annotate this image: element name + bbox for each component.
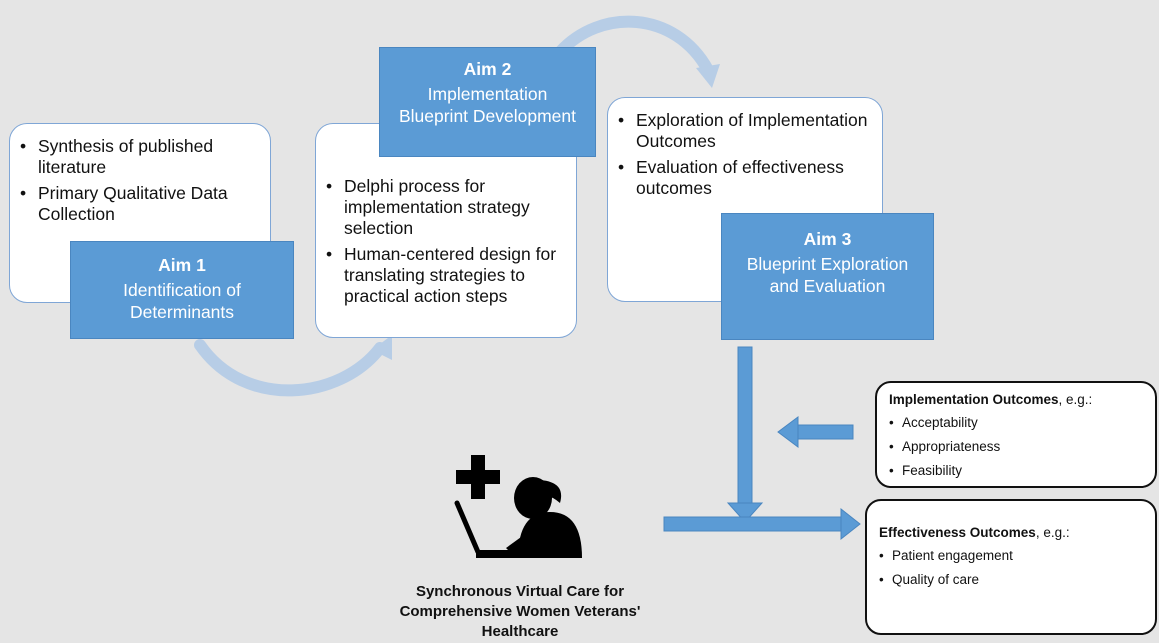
effectiveness-outcome-item: Patient engagement [879,544,1145,568]
effectiveness-outcomes-suffix: , e.g.: [1035,525,1070,540]
aim1-bullet-list: Synthesis of published literature Primar… [18,136,260,225]
telehealth-person-icon [454,455,582,558]
down-arrow-shaft [737,346,753,506]
aim3-bullet-0: Exploration of Implementation Outcomes [616,110,874,152]
implementation-outcome-item: Appropriateness [889,435,1145,459]
implementation-outcomes-suffix: , e.g.: [1058,392,1093,407]
aim3-bullet-1: Evaluation of effectiveness outcomes [616,157,874,199]
curved-arrow-bottom-head [372,335,392,360]
curved-arrow-top-head [696,64,720,88]
aim2-box: Aim 2 Implementation Blueprint Developme… [379,47,596,157]
curved-arrow-top [554,15,714,76]
aim1-title: Aim 1 [158,255,206,275]
implementation-outcome-item: Acceptability [889,411,1145,435]
effectiveness-outcomes-header: Effectiveness Outcomes, e.g.: [879,525,1145,540]
aim3-box: Aim 3 Blueprint Exploration and Evaluati… [721,213,934,340]
implementation-outcomes-title: Implementation Outcomes [889,392,1059,407]
aim3-text: Blueprint Exploration and Evaluation [746,254,909,296]
left-arrow-shaft [796,424,854,440]
aim2-bullet-1: Human-centered design for translating st… [324,244,568,307]
aim1-bullet-0: Synthesis of published literature [18,136,260,178]
left-arrow-head [777,416,799,448]
aim2-title: Aim 2 [463,59,512,79]
implementation-outcomes-header: Implementation Outcomes, e.g.: [889,392,1145,407]
curved-arrow-bottom [194,339,386,397]
card-aim2-activities: Delphi process for implementation strate… [315,123,577,338]
aim1-text: Identification of Determinants [123,280,241,322]
aim2-bullet-list: Delphi process for implementation strate… [324,176,568,307]
implementation-outcome-item: Feasibility [889,459,1145,483]
aim2-text: Implementation Blueprint Development [398,84,577,126]
aim2-bullet-0: Delphi process for implementation strate… [324,176,568,239]
right-arrow-head [840,507,861,541]
aim3-bullet-list: Exploration of Implementation Outcomes E… [616,110,874,199]
down-arrow-head [726,502,764,523]
implementation-outcomes-list: Acceptability Appropriateness Feasibilit… [889,411,1145,483]
right-arrow-shaft [663,516,843,532]
aim3-title: Aim 3 [803,229,852,249]
medical-cross-icon [456,455,500,499]
effectiveness-outcomes-list: Patient engagement Quality of care [879,544,1145,592]
effectiveness-outcomes-box: Effectiveness Outcomes, e.g.: Patient en… [865,499,1157,635]
implementation-outcomes-box: Implementation Outcomes, e.g.: Acceptabi… [875,381,1157,488]
effectiveness-outcomes-title: Effectiveness Outcomes [879,525,1036,540]
aim1-box: Aim 1 Identification of Determinants [70,241,294,339]
aim1-bullet-1: Primary Qualitative Data Collection [18,183,260,225]
intervention-caption: Synchronous Virtual Care for Comprehensi… [399,583,641,640]
effectiveness-outcome-item: Quality of care [879,568,1145,592]
